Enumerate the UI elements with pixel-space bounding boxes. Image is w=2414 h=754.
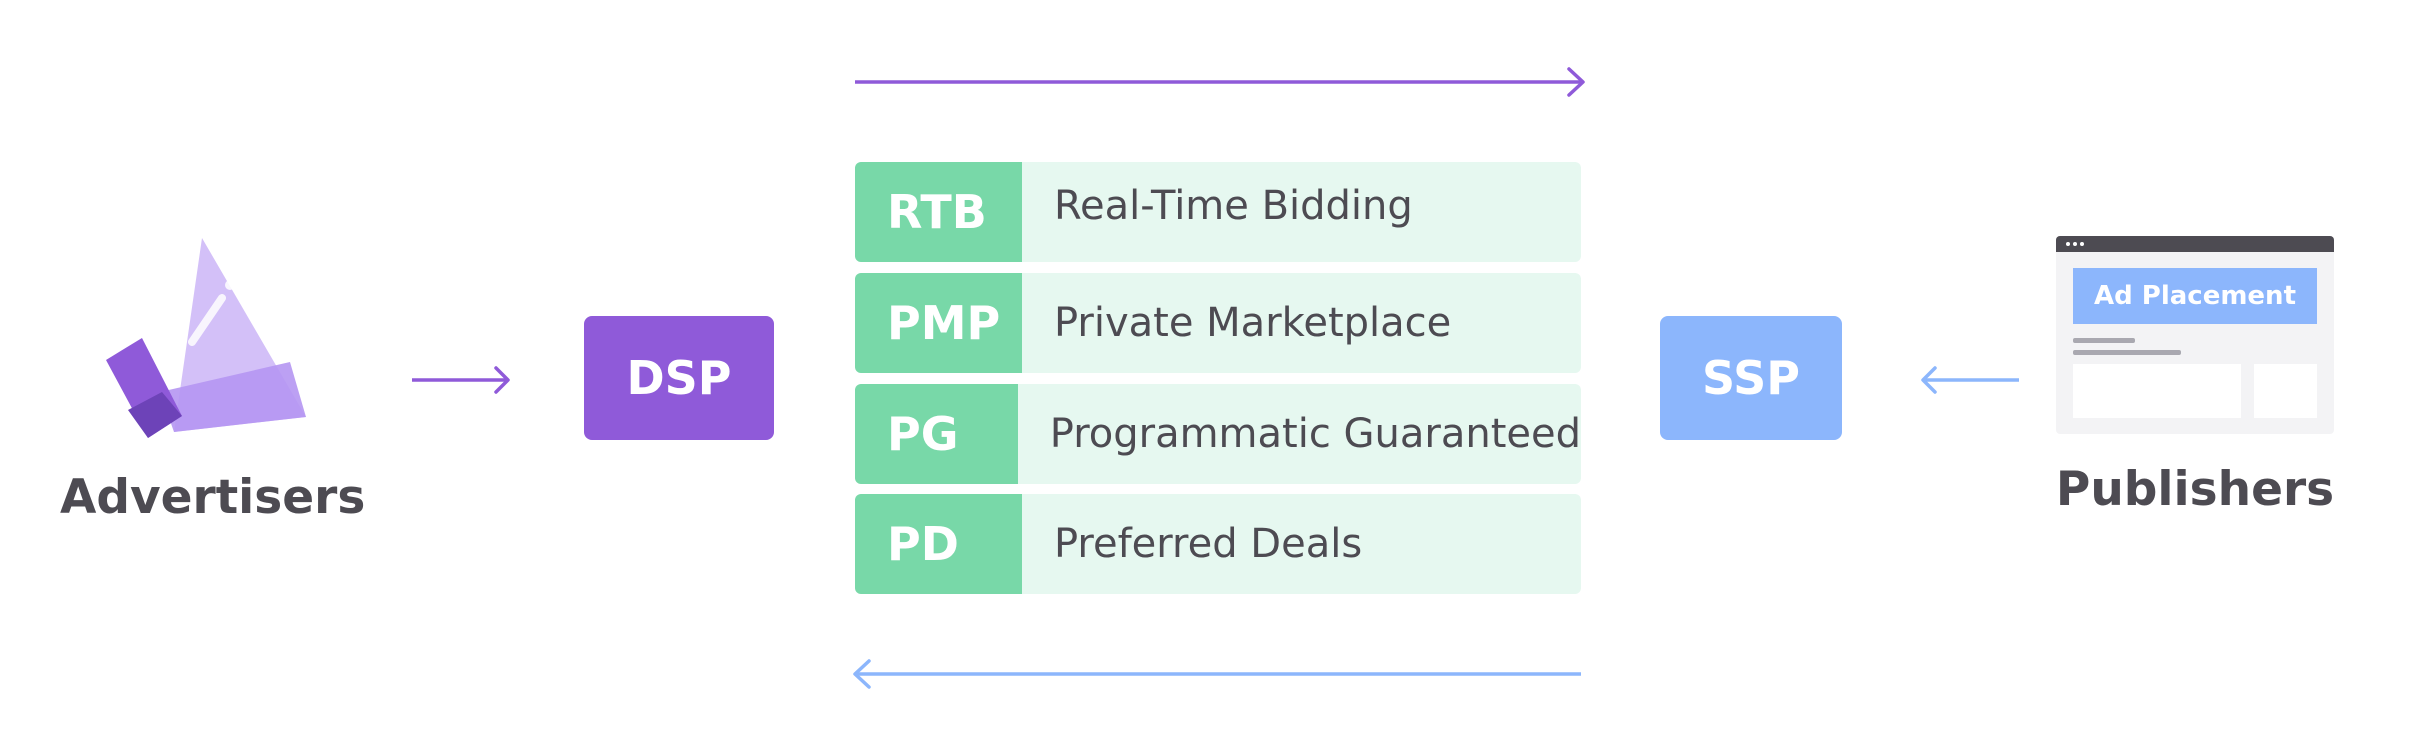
content-card [2073, 364, 2241, 418]
deal-abbr: PG [855, 384, 1018, 484]
content-line [2073, 338, 2135, 343]
ssp-box: SSP [1660, 316, 1842, 440]
window-titlebar [2056, 236, 2334, 252]
arrow-advertisers-to-dsp [412, 366, 510, 394]
content-line [2073, 350, 2181, 355]
deal-name: Private Marketplace [1022, 273, 1581, 373]
deal-row-pd: PD Preferred Deals [855, 494, 1581, 594]
arrow-bottom-flow [853, 659, 1581, 689]
deal-row-pmp: PMP Private Marketplace [855, 273, 1581, 373]
window-dot [2073, 242, 2077, 246]
content-card [2254, 364, 2317, 418]
deal-abbr: RTB [855, 162, 1022, 262]
advertisers-label: Advertisers [60, 470, 366, 525]
window-dot [2080, 242, 2084, 246]
browser-window-icon: Ad Placement [2056, 236, 2334, 434]
deal-row-pg: PG Programmatic Guaranteed [855, 384, 1581, 484]
window-dot [2066, 242, 2070, 246]
arrow-publishers-to-ssp [1921, 366, 2019, 394]
deal-name: Programmatic Guaranteed [1017, 384, 1581, 484]
deal-abbr: PD [855, 494, 1022, 594]
megaphone-icon [106, 238, 306, 438]
deal-name: Real-Time Bidding [1022, 162, 1581, 262]
deal-types-table: RTB Real-Time Bidding PMP Private Market… [855, 162, 1581, 594]
deal-row-rtb: RTB Real-Time Bidding [855, 162, 1581, 262]
arrow-top-flow [855, 67, 1585, 97]
publishers-label: Publishers [2055, 462, 2335, 517]
deal-name: Preferred Deals [1022, 494, 1581, 594]
dsp-box: DSP [584, 316, 774, 440]
deal-abbr: PMP [855, 273, 1022, 373]
ad-placement-banner: Ad Placement [2073, 268, 2317, 324]
